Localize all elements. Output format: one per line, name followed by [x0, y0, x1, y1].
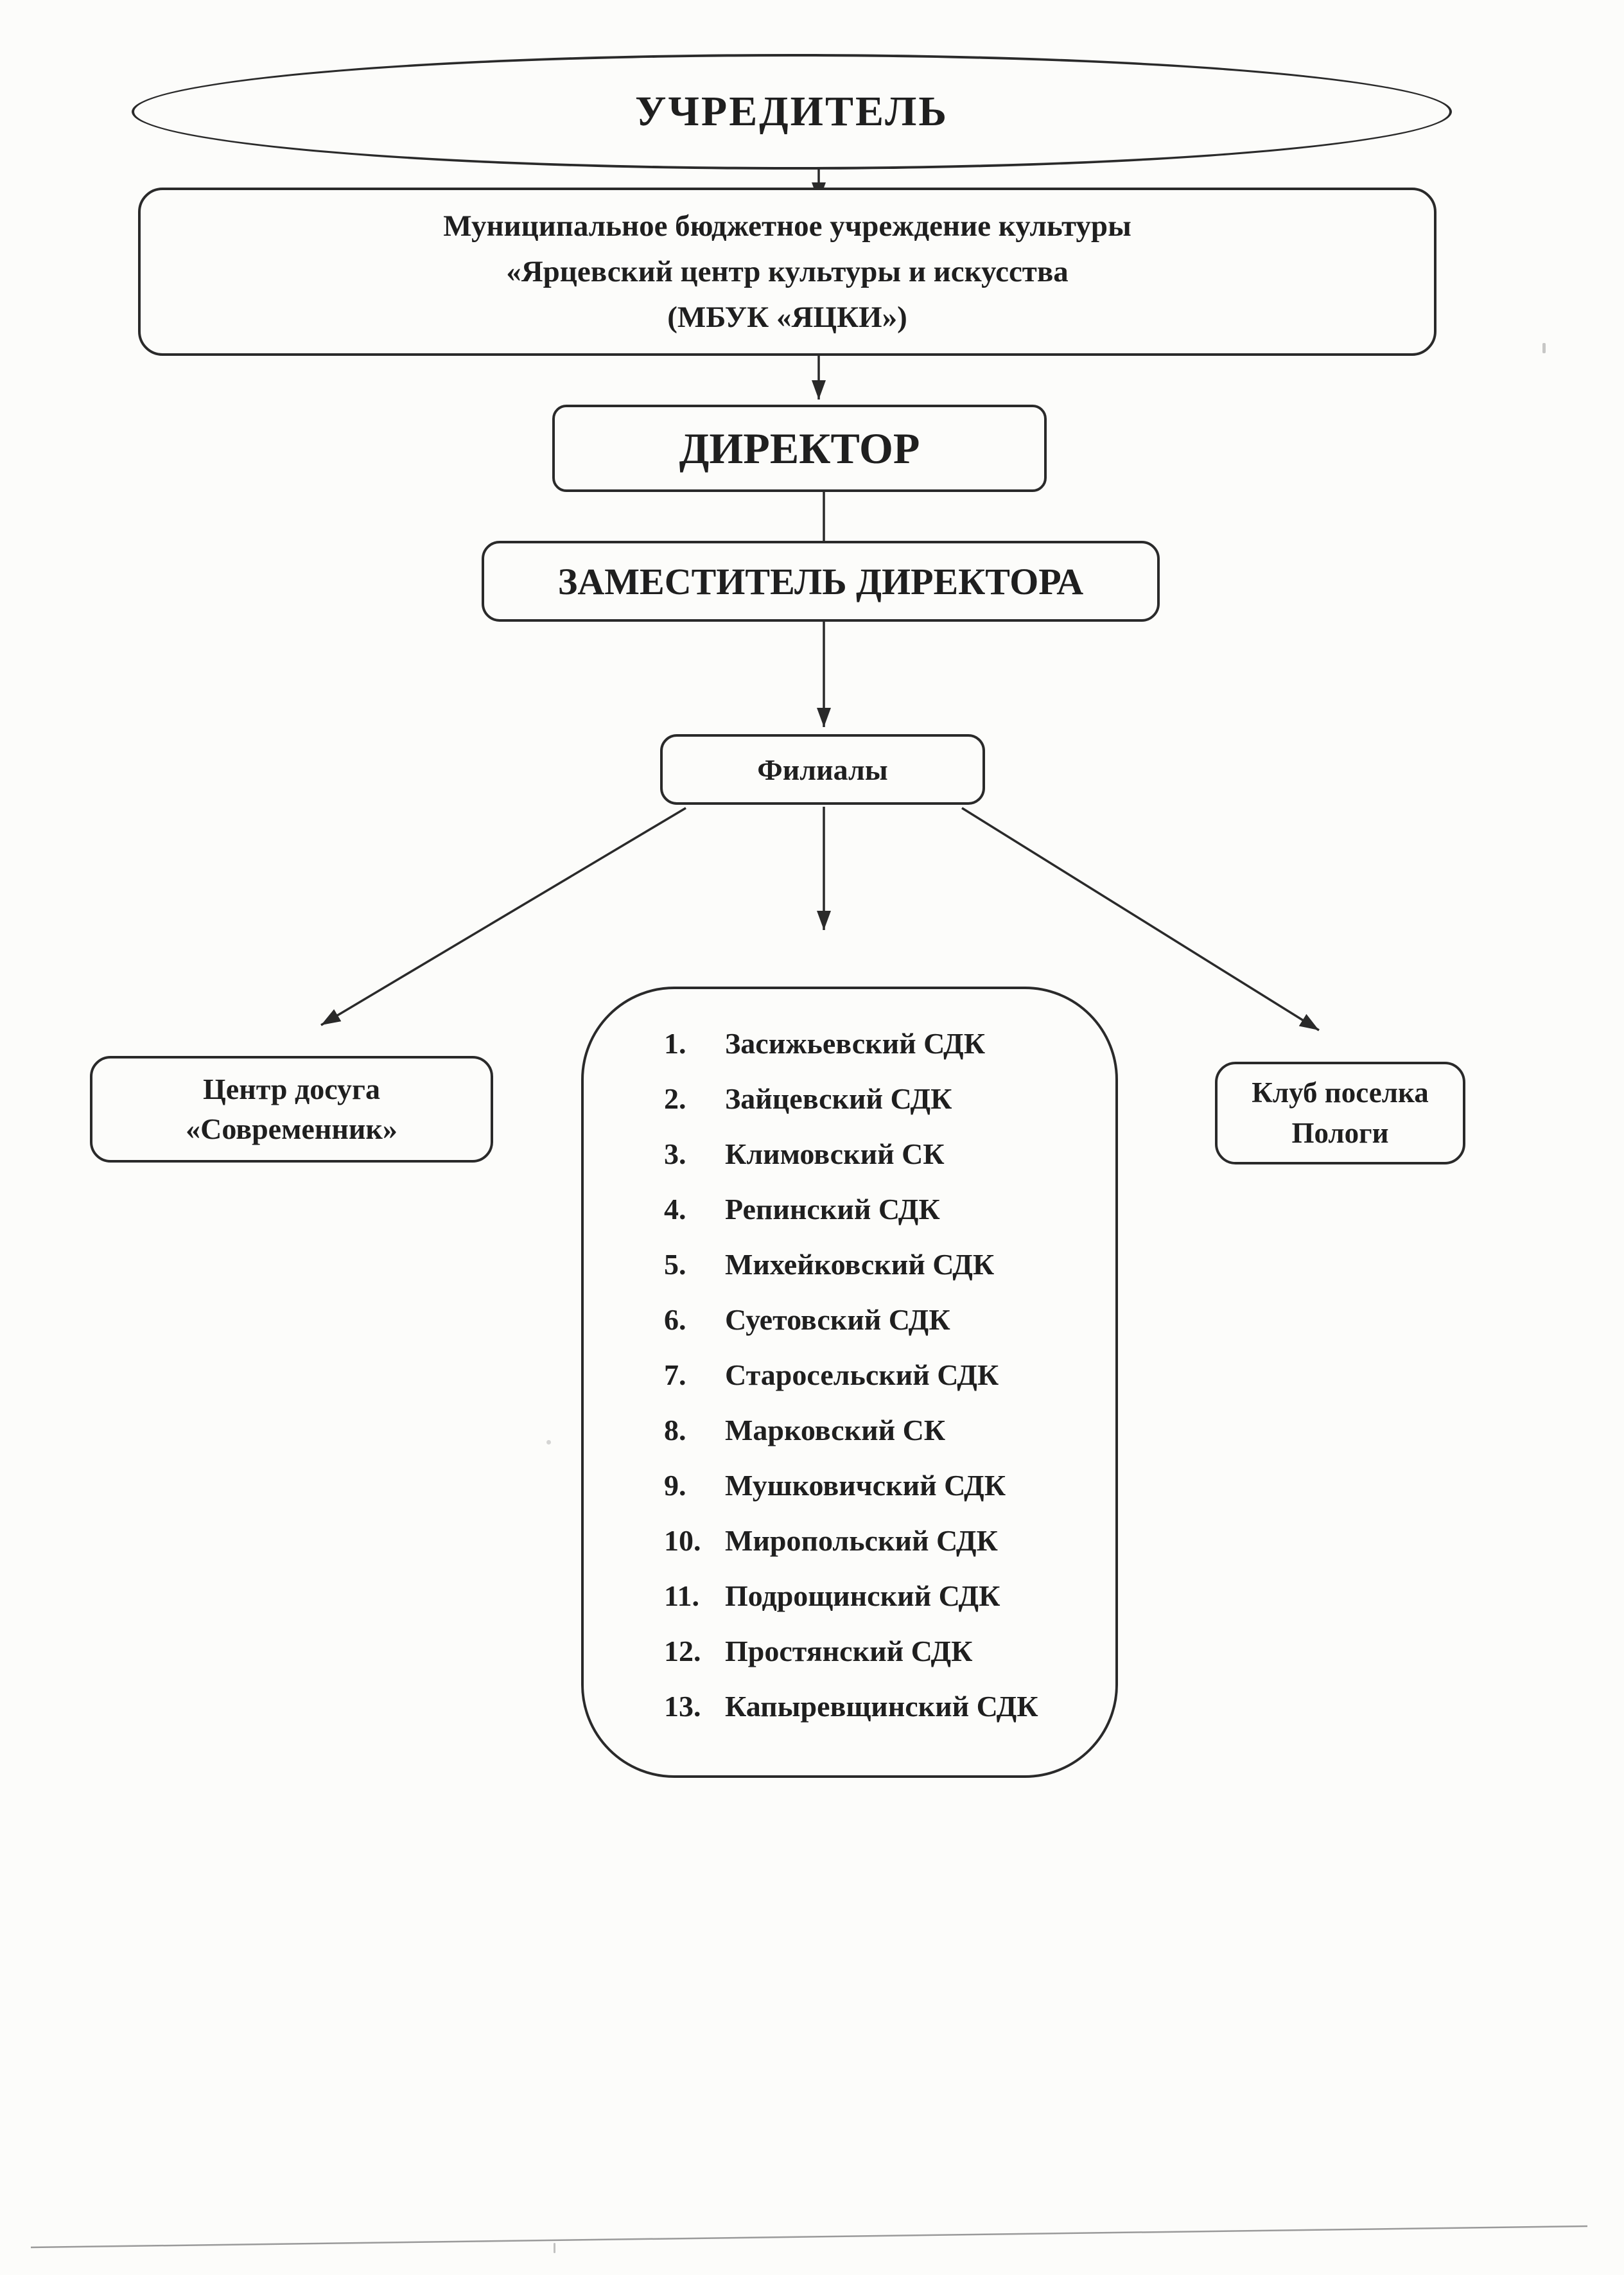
filial-item: 1. Засижьевский СДК [664, 1015, 1096, 1071]
scan-speck [546, 1440, 551, 1445]
director-label: ДИРЕКТОР [679, 423, 920, 473]
node-deputy-director: ЗАМЕСТИТЕЛЬ ДИРЕКТОРА [482, 541, 1160, 622]
node-branches: Филиалы [660, 734, 985, 805]
filial-number: 3. [664, 1137, 686, 1170]
filial-item: 11. Подрощинский СДК [664, 1568, 1096, 1623]
filial-item: 5. Михейковский СДК [664, 1236, 1096, 1292]
filial-number: 5. [664, 1247, 686, 1281]
leisure-center-line-1: Центр досуга [203, 1073, 380, 1105]
filial-number: 1. [664, 1026, 686, 1060]
filial-item: 7. Старосельский СДК [664, 1347, 1096, 1402]
village-club-line-1: Клуб поселка [1252, 1076, 1429, 1109]
node-institution: Муниципальное бюджетное учреждение культ… [138, 188, 1436, 356]
filial-name: Капыревщинский СДК [725, 1689, 1038, 1723]
connector-branches-leisure [320, 807, 686, 1026]
leisure-center-line-2: «Современник» [186, 1112, 397, 1145]
filial-number: 4. [664, 1192, 686, 1225]
filial-item: 9. Мушковичский СДК [664, 1457, 1096, 1513]
connector-branches-club [961, 807, 1320, 1032]
filial-name: Суетовский СДК [725, 1303, 950, 1336]
institution-line-3: (МБУК «ЯЦКИ») [667, 300, 907, 334]
filial-item: 13. Капыревщинский СДК [664, 1678, 1096, 1734]
filial-number: 12. [664, 1634, 701, 1667]
filial-number: 8. [664, 1413, 686, 1446]
node-director: ДИРЕКТОР [552, 405, 1047, 492]
scan-artifact-line [30, 2225, 1588, 2249]
filial-item: 12. Простянский СДК [664, 1623, 1096, 1678]
filial-name: Репинский СДК [725, 1192, 940, 1225]
deputy-director-label: ЗАМЕСТИТЕЛЬ ДИРЕКТОРА [557, 560, 1084, 602]
filial-name: Мушковичский СДК [725, 1468, 1006, 1502]
filial-number: 6. [664, 1303, 686, 1336]
filial-name: Простянский СДК [725, 1634, 973, 1667]
filial-name: Подрощинский СДК [725, 1579, 1000, 1612]
filial-number: 9. [664, 1468, 686, 1502]
node-village-club: Клуб поселка Пологи [1215, 1062, 1465, 1164]
filial-item: 8. Марковский СК [664, 1402, 1096, 1457]
scan-speck [1542, 343, 1546, 353]
founder-label: УЧРЕДИТЕЛЬ [635, 88, 948, 135]
filial-name: Старосельский СДК [725, 1358, 999, 1391]
filial-number: 7. [664, 1358, 686, 1391]
node-filials-list: 1. Засижьевский СДК 2. Зайцевский СДК 3. Кл… [581, 987, 1118, 1778]
filial-number: 11. [664, 1579, 699, 1612]
filial-number: 2. [664, 1082, 686, 1115]
filial-name: Засижьевский СДК [725, 1026, 986, 1060]
branches-label: Филиалы [757, 753, 888, 786]
filial-item: 4. Репинский СДК [664, 1181, 1096, 1236]
filial-number: 13. [664, 1689, 701, 1723]
node-founder: УЧРЕДИТЕЛЬ [132, 54, 1452, 170]
filial-name: Зайцевский СДК [725, 1082, 952, 1115]
filial-name: Климовский СК [725, 1137, 945, 1170]
node-leisure-center: Центр досуга «Современник» [90, 1056, 493, 1163]
scan-speck [554, 2243, 555, 2253]
institution-line-2: «Ярцевский центр культуры и искусства [506, 254, 1069, 288]
filial-name: Марковский СК [725, 1413, 946, 1446]
filial-name: Михейковский СДК [725, 1247, 995, 1281]
filial-item: 10. Миропольский СДК [664, 1513, 1096, 1568]
filial-name: Миропольский СДК [725, 1524, 998, 1557]
filial-item: 2. Зайцевский СДК [664, 1071, 1096, 1126]
village-club-line-2: Пологи [1291, 1117, 1389, 1149]
institution-line-1: Муниципальное бюджетное учреждение культ… [443, 209, 1131, 243]
filial-number: 10. [664, 1524, 701, 1557]
filial-item: 3. Климовский СК [664, 1126, 1096, 1181]
filial-item: 6. Суетовский СДК [664, 1292, 1096, 1347]
